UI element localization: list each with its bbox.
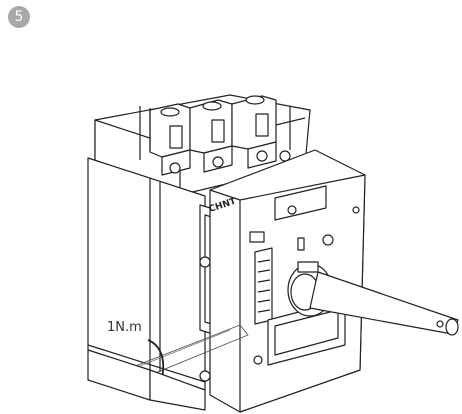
breaker-base-front: [149, 369, 206, 411]
torque-label: 1N.m: [107, 320, 142, 335]
step-number-badge: 5: [8, 6, 30, 28]
terminal-block: [94, 94, 311, 196]
rotation-arrow: [147, 339, 165, 379]
operating-handle-panel: [209, 149, 366, 413]
rotary-handle: [287, 261, 459, 336]
